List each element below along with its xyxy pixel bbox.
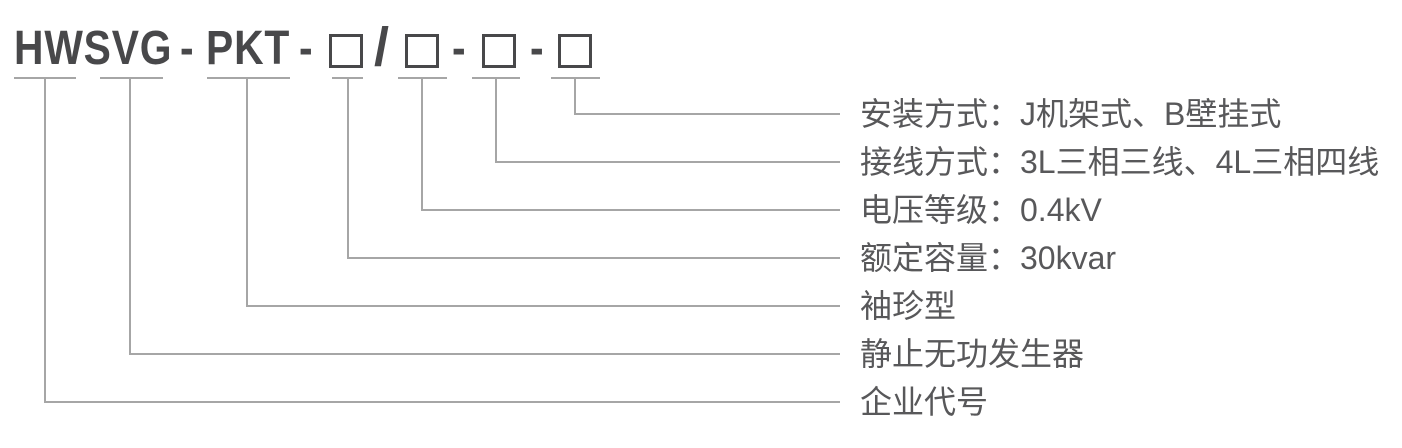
label-installation-method: 安装方式：J机架式、B壁挂式 — [860, 96, 1282, 132]
connector-line — [44, 79, 46, 403]
connector-line — [421, 79, 423, 211]
underline-brand-svg — [100, 77, 163, 79]
label-product-name: 静止无功发生器 — [860, 336, 1085, 372]
dash-separator-1: - — [180, 22, 195, 75]
underline-box-1 — [332, 77, 363, 79]
placeholder-box-wiring — [482, 34, 516, 68]
dash-separator-4: - — [530, 22, 545, 75]
model-code-brand: HWSVG — [14, 22, 173, 75]
label-wiring-method: 接线方式：3L三相三线、4L三相四线 — [860, 144, 1380, 180]
label-company-code: 企业代号 — [860, 384, 989, 420]
placeholder-box-capacity — [329, 34, 363, 68]
placeholder-box-installation — [558, 34, 592, 68]
underline-box-3 — [472, 77, 520, 79]
connector-line — [44, 401, 840, 403]
connector-line — [574, 79, 576, 115]
model-code-series: PKT — [206, 22, 291, 75]
dash-separator-2: - — [299, 22, 314, 75]
connector-line — [495, 161, 840, 163]
label-pocket-type: 袖珍型 — [860, 288, 957, 324]
underline-box-2 — [398, 77, 447, 79]
connector-line — [246, 79, 248, 307]
connector-line — [421, 209, 840, 211]
underline-series-pkt — [207, 77, 290, 79]
connector-line — [495, 79, 497, 163]
connector-line — [129, 353, 840, 355]
dash-separator-3: - — [452, 22, 467, 75]
connector-line — [347, 79, 349, 259]
connector-line — [129, 79, 131, 355]
slash-separator: / — [374, 17, 390, 77]
underline-box-4 — [551, 77, 600, 79]
underline-brand-hw — [14, 77, 76, 79]
label-rated-capacity: 额定容量：30kvar — [860, 240, 1117, 276]
connector-line — [574, 113, 840, 115]
placeholder-box-voltage — [405, 34, 439, 68]
connector-line — [347, 257, 840, 259]
label-voltage-level: 电压等级：0.4kV — [860, 192, 1102, 228]
connector-line — [246, 305, 840, 307]
